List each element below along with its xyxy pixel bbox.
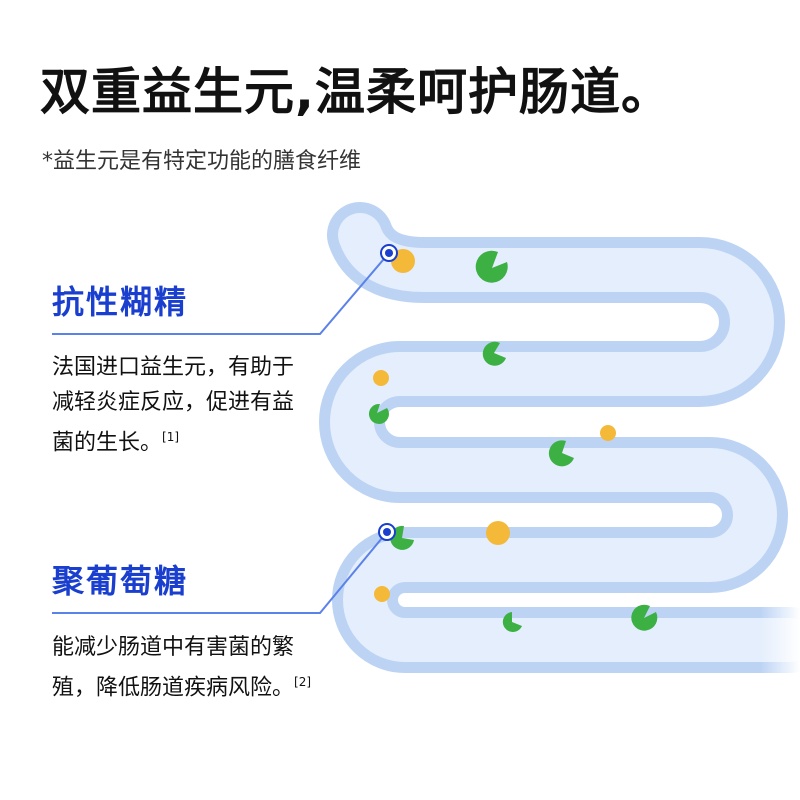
section-heading: 聚葡萄糖 xyxy=(52,562,189,600)
green-bacteria xyxy=(368,250,658,632)
body-text: 法国进口益生元，有助于减轻炎症反应，促进有益菌的生长。 xyxy=(52,355,295,456)
callout-lines xyxy=(52,252,390,614)
section-body: 法国进口益生元，有助于减轻炎症反应，促进有益菌的生长。[1] xyxy=(52,350,312,460)
page-title: 双重益生元,温柔呵护肠道。 xyxy=(40,63,672,121)
subtitle: *益生元是有特定功能的膳食纤维 xyxy=(42,149,362,174)
callout-markers xyxy=(378,244,398,541)
intestine-tube xyxy=(319,202,800,673)
section-body: 能减少肠道中有害菌的繁殖，降低肠道疾病风险。[2] xyxy=(52,630,312,705)
reference: [2] xyxy=(294,675,312,689)
reference: [1] xyxy=(162,430,180,444)
body-text: 能减少肠道中有害菌的繁殖，降低肠道疾病风险。 xyxy=(52,635,295,701)
section-heading: 抗性糊精 xyxy=(52,283,189,321)
